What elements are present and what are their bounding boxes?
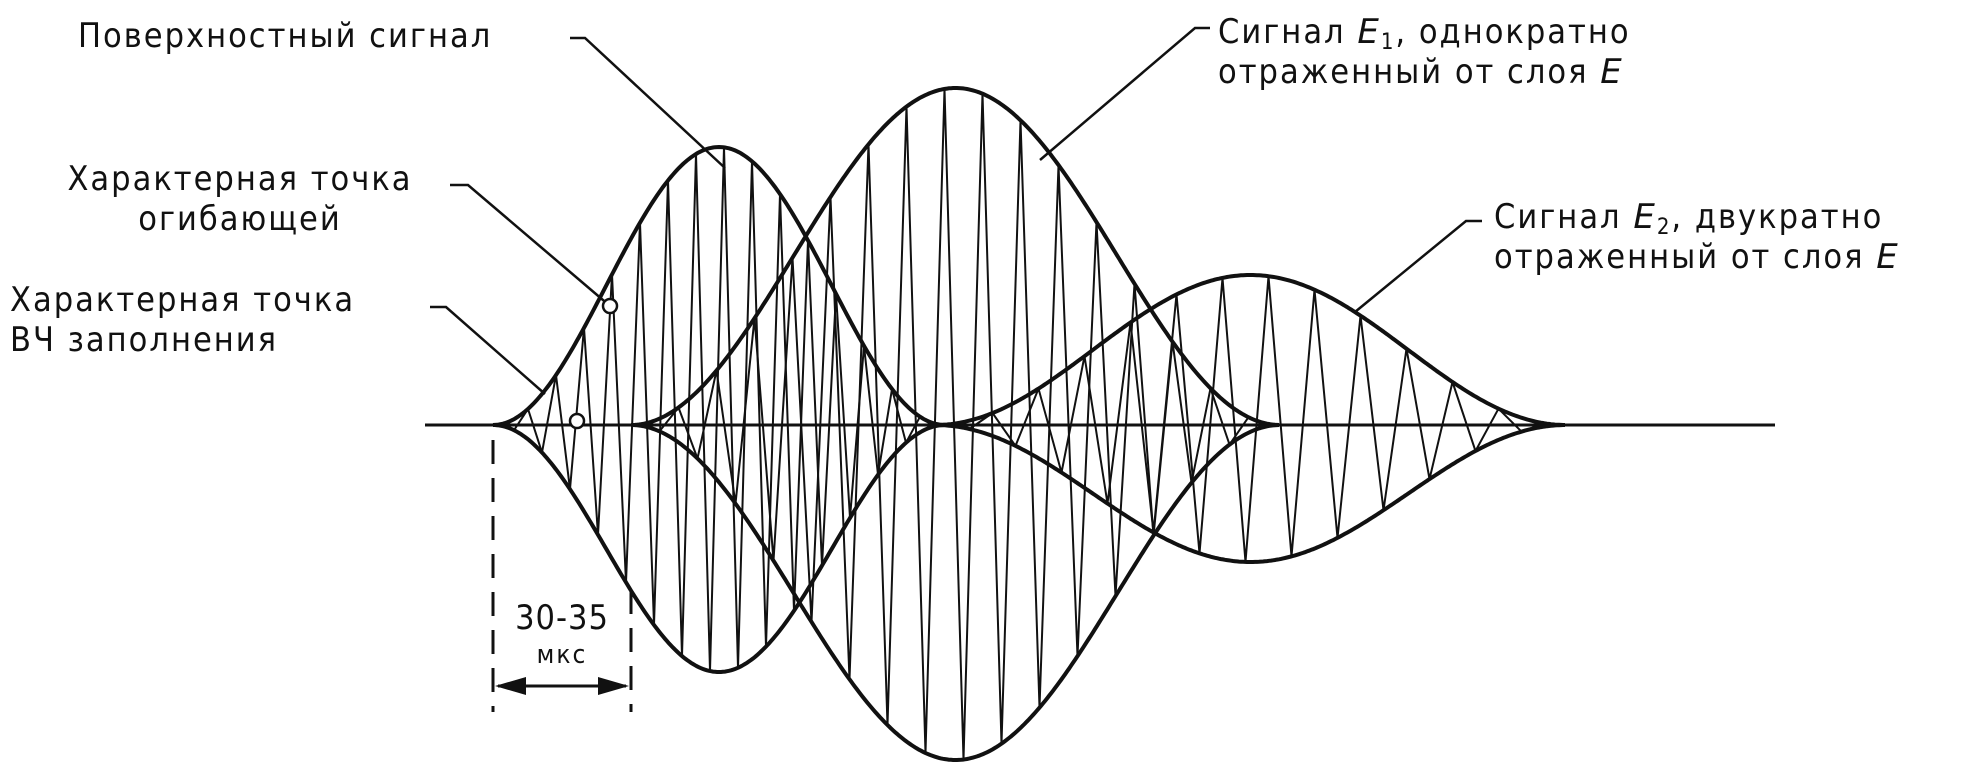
characteristic-points (568, 297, 619, 430)
e2-prefix: Сигнал (1494, 197, 1634, 237)
envelope-point-marker (601, 297, 619, 315)
leader-lines (430, 26, 1482, 395)
surface-pulse-envelope-lower (493, 423, 945, 674)
label-signal-e2: Сигнал E2, двукратно отраженный от слоя … (1494, 197, 1900, 277)
envelope-point-line1: Характерная точка (67, 159, 413, 199)
envelope-point-line2: огибающей (138, 199, 342, 239)
dimension-30-35 (491, 440, 633, 712)
dimension-unit: мкс (536, 640, 588, 670)
label-envelope-point: Характерная точка огибающей (30, 159, 450, 239)
e1-pulse-envelope-upper (631, 86, 1280, 427)
label-signal-e1: Сигнал E1, однократно отраженный от слоя… (1218, 12, 1631, 92)
surface-pulse-envelope-upper (492, 144, 946, 427)
e1-prefix: Сигнал (1218, 12, 1358, 52)
pulse-signals (492, 86, 1567, 762)
e2-pulse (934, 273, 1567, 564)
e2-suffix: , двукратно (1671, 197, 1884, 237)
e1-line2-text: отраженный от слоя (1218, 52, 1601, 92)
surface-pulse-hf-fill (492, 146, 946, 672)
e1-subscript: 1 (1380, 30, 1396, 55)
e1-line2-letter: E (1600, 52, 1624, 92)
e2-pulse-hf-fill (934, 275, 1567, 563)
surface-signal-text: Поверхностный сигнал (78, 16, 493, 56)
leader-envelope-point (450, 183, 611, 307)
e1-suffix: , однократно (1395, 12, 1631, 52)
leader-signal-e1 (1039, 26, 1210, 161)
e2-letter: E (1633, 197, 1657, 237)
label-hf-point: Характерная точка ВЧ заполнения (10, 280, 355, 360)
dimension-value: 30-35 (515, 598, 609, 638)
hf-point-line2: ВЧ заполнения (10, 320, 279, 360)
leader-hf-point (430, 305, 546, 395)
e1-pulse-envelope-lower (631, 423, 1280, 762)
e2-pulse-envelope-upper (935, 273, 1565, 427)
e1-letter: E (1357, 12, 1381, 52)
leader-surface-signal (570, 36, 726, 169)
e2-pulse-envelope-lower (935, 423, 1565, 564)
leader-signal-e2 (1354, 219, 1482, 313)
e2-line2-text: отраженный от слоя (1494, 237, 1877, 277)
dimension-arrow-left (495, 677, 526, 695)
surface-pulse (492, 144, 946, 674)
dimension-arrow-right (598, 677, 629, 695)
e2-subscript: 2 (1656, 215, 1672, 240)
hf-point-marker (568, 412, 586, 430)
label-surface-signal: Поверхностный сигнал (78, 16, 492, 56)
e2-line2-letter: E (1876, 237, 1900, 277)
hf-point-line1: Характерная точка (10, 280, 356, 320)
